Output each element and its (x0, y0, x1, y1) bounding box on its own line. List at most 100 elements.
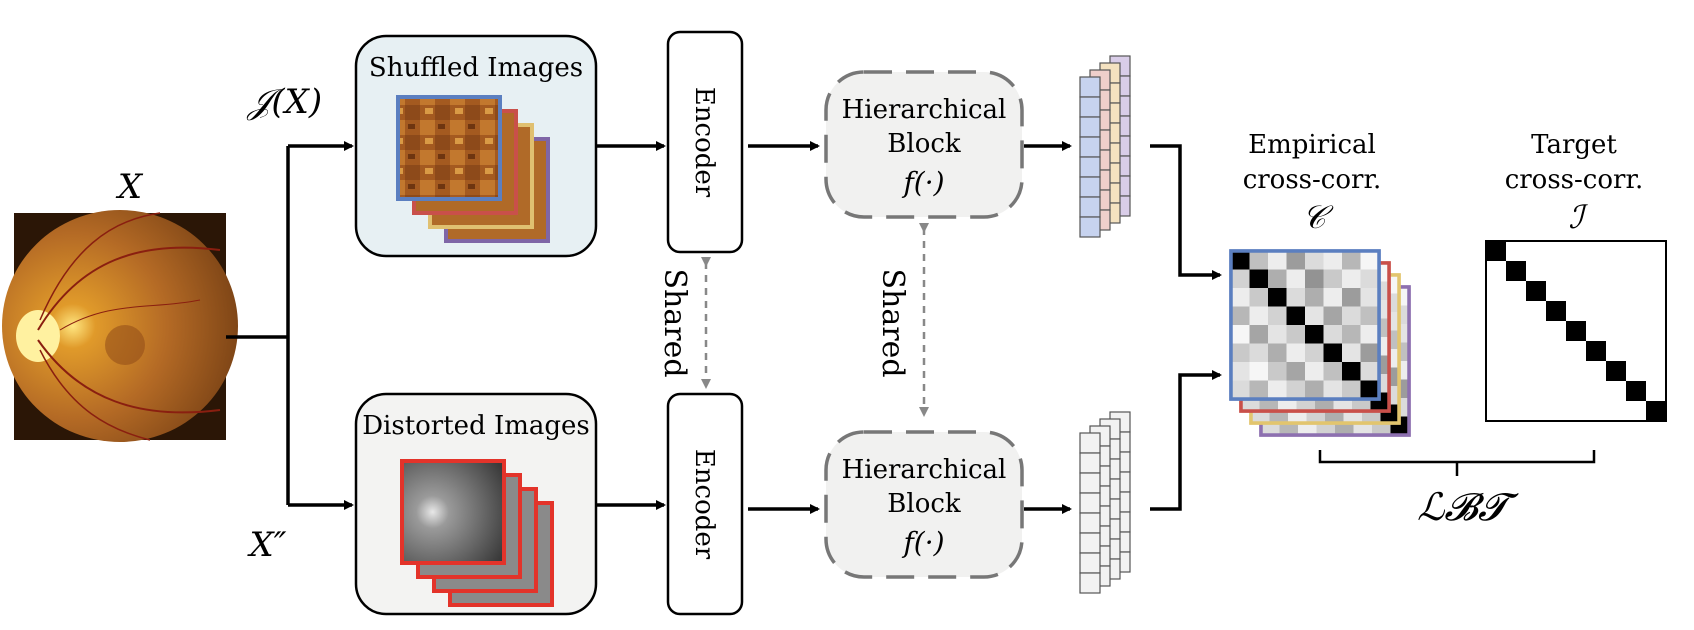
empirical-matrix-cell (1249, 325, 1268, 344)
empirical-matrix-cell (1323, 325, 1342, 344)
empirical-matrix-cell (1342, 269, 1361, 288)
encoder-top: Encoder (666, 30, 744, 254)
empirical-matrix-cell (1323, 288, 1342, 307)
encoder-bottom: Encoder (666, 392, 744, 616)
empirical-matrix-cell (1360, 306, 1379, 325)
feature-vectors-bottom (1079, 411, 1131, 594)
empirical-matrix-cell (1231, 288, 1250, 307)
empirical-matrix-cell (1360, 325, 1379, 344)
hierarchical-block-bottom: Hierarchical Block f(·) (824, 430, 1024, 579)
empirical-matrix-cell (1268, 343, 1287, 362)
empirical-matrix-cell (1268, 306, 1287, 325)
empirical-matrix-cell (1305, 362, 1324, 381)
empirical-matrix-cell (1360, 288, 1379, 307)
block-top-line2: Block (887, 129, 961, 159)
target-symbol: ℐ (1568, 198, 1588, 236)
empirical-matrix-cell (1323, 343, 1342, 362)
empirical-matrix-cell (1249, 288, 1268, 307)
empirical-matrix-cell (1231, 306, 1250, 325)
empirical-matrix-cell (1342, 343, 1361, 362)
empirical-matrix-cell (1305, 325, 1324, 344)
shared-label-blocks: Shared (875, 268, 910, 377)
feature-cell (1079, 432, 1101, 454)
empirical-matrix-cell (1268, 288, 1287, 307)
empirical-matrix-cell (1249, 380, 1268, 399)
empirical-matrix-cell (1360, 380, 1379, 399)
target-diagonal-cell (1606, 361, 1626, 381)
empirical-title-line2: cross-corr. (1243, 165, 1382, 195)
empirical-matrix-cell (1231, 325, 1250, 344)
empirical-matrix-cell (1231, 380, 1250, 399)
target-title-line2: cross-corr. (1505, 165, 1644, 195)
block-bottom-line2: Block (887, 489, 961, 519)
branch-bottom-label: X″ (247, 525, 287, 565)
block-bottom-func: f(·) (901, 526, 944, 559)
empirical-matrix-cell (1323, 380, 1342, 399)
feature-cell (1079, 116, 1101, 138)
empirical-matrix-cell (1305, 288, 1324, 307)
block-top-line1: Hierarchical (842, 95, 1007, 125)
loss-label: ℒ𝓑𝓣 (1417, 485, 1519, 529)
empirical-matrix-cell (1360, 251, 1379, 270)
shuffled-image-0 (396, 95, 502, 201)
empirical-matrix-cell (1323, 251, 1342, 270)
empirical-matrix-cell (1342, 380, 1361, 399)
feature-cell (1079, 572, 1101, 594)
empirical-matrix-cell (1268, 251, 1287, 270)
empirical-matrix-cell (1268, 380, 1287, 399)
empirical-matrix-cell (1249, 362, 1268, 381)
feature-cell (1079, 96, 1101, 118)
empirical-matrix-cell (1360, 269, 1379, 288)
empirical-matrix-cell (1268, 269, 1287, 288)
feature-cell (1079, 176, 1101, 198)
empirical-matrix-cell (1286, 325, 1305, 344)
empirical-matrix-cell (1342, 251, 1361, 270)
shuffled-images-title: Shuffled Images (369, 53, 583, 83)
empirical-matrix-cell (1323, 269, 1342, 288)
target-diagonal-cell (1506, 261, 1526, 281)
empirical-matrix-cell (1305, 306, 1324, 325)
empirical-cross-corr-matrix (1229, 249, 1411, 437)
empirical-matrix-cell (1268, 362, 1287, 381)
target-diagonal-cell (1526, 281, 1546, 301)
empirical-matrix-cell (1286, 251, 1305, 270)
encoder-top-label: Encoder (689, 87, 719, 198)
empirical-matrix-cell (1342, 306, 1361, 325)
feature-cell (1079, 216, 1101, 238)
distorted-images-title: Distorted Images (362, 411, 590, 441)
empirical-matrix-cell (1342, 288, 1361, 307)
loss-bracket (1318, 450, 1596, 476)
empirical-matrix-cell (1305, 380, 1324, 399)
feature-cell (1079, 472, 1101, 494)
empirical-matrix-cell (1268, 325, 1287, 344)
hierarchical-block-top: Hierarchical Block f(·) (824, 70, 1024, 219)
target-diagonal-cell (1626, 381, 1646, 401)
fundus-image (2, 210, 238, 442)
empirical-matrix-cell (1249, 343, 1268, 362)
empirical-matrix-cell (1342, 362, 1361, 381)
empirical-matrix-cell (1231, 269, 1250, 288)
block-bottom-line1: Hierarchical (842, 455, 1007, 485)
empirical-matrix-cell (1323, 362, 1342, 381)
feature-cell (1079, 552, 1101, 574)
feature-cell (1079, 76, 1101, 98)
feature-cell (1079, 492, 1101, 514)
empirical-matrix-cell (1360, 362, 1379, 381)
distorted-image-0 (400, 459, 506, 565)
empirical-matrix-cell (1286, 343, 1305, 362)
empirical-matrix-cell (1249, 306, 1268, 325)
empirical-symbol: 𝒞 (1302, 198, 1334, 236)
target-title-line1: Target (1531, 130, 1617, 160)
empirical-matrix-cell (1249, 251, 1268, 270)
empirical-matrix-cell (1305, 269, 1324, 288)
empirical-matrix-cell (1231, 362, 1250, 381)
feature-cell (1079, 136, 1101, 158)
distorted-images-panel: Distorted Images (354, 392, 598, 616)
feature-cell (1079, 532, 1101, 554)
shared-label-encoders: Shared (657, 268, 692, 377)
encoder-bottom-label: Encoder (689, 449, 719, 560)
empirical-matrix-cell (1286, 380, 1305, 399)
empirical-matrix-cell (1249, 269, 1268, 288)
branch-top-label: 𝒥(X) (246, 82, 322, 122)
